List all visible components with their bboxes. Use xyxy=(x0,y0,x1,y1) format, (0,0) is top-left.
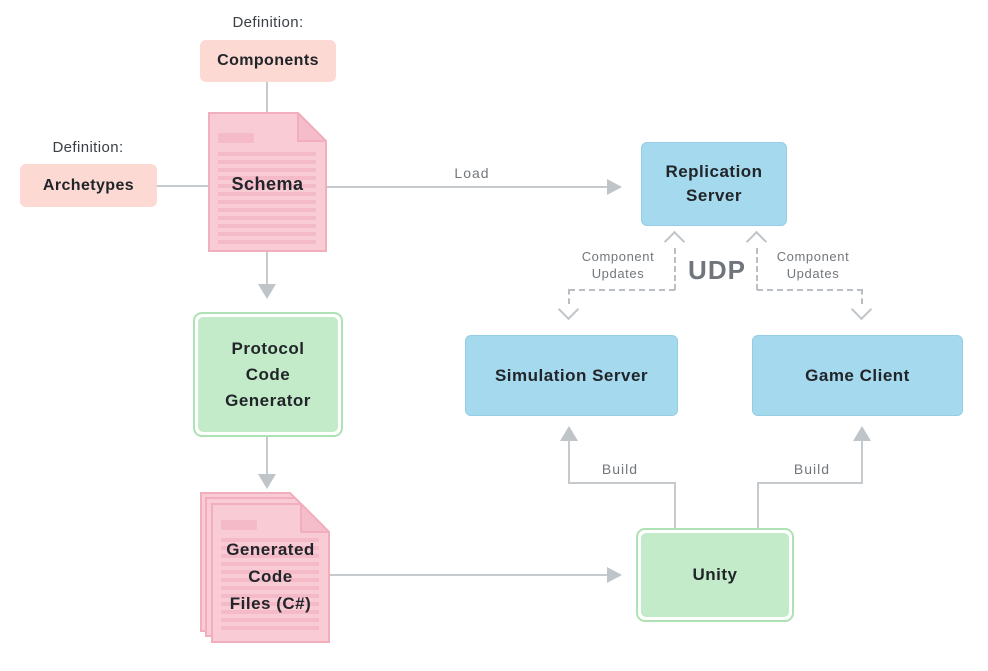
gcf-label-line3: Files (C#) xyxy=(229,594,312,613)
document-heading-placeholder xyxy=(221,520,257,530)
connector-schema-generator xyxy=(266,250,268,284)
document-text-lines xyxy=(218,152,316,244)
pcg-label-line3: Generator xyxy=(225,390,311,410)
gcf-label-line1: Generated xyxy=(226,540,315,559)
pcg-label-line2: Code xyxy=(245,364,291,384)
component-updates-right-label: Component Updates xyxy=(763,248,863,282)
dashed-line-horizontal xyxy=(569,289,675,291)
simulation-server-label: Simulation Server xyxy=(494,365,649,385)
arrowhead-right-icon xyxy=(607,567,622,583)
game-client-label: Game Client xyxy=(805,365,910,385)
pcg-label-line1: Protocol xyxy=(231,338,305,358)
build-right-line-drop xyxy=(757,482,759,528)
arrowhead-up-icon xyxy=(853,426,871,441)
connector-components-schema xyxy=(266,82,268,112)
build-left-line-horizontal xyxy=(568,482,676,484)
dashed-line-vertical xyxy=(756,248,758,290)
connector-schema-replication xyxy=(325,186,607,188)
game-client-node: Game Client xyxy=(752,335,963,416)
chevron-down-icon xyxy=(557,298,580,321)
dashed-line-vertical xyxy=(568,289,570,304)
dashed-line-horizontal xyxy=(757,289,863,291)
replication-server-label-line2: Server xyxy=(686,186,742,205)
build-right-label: Build xyxy=(793,461,831,477)
document-heading-placeholder xyxy=(218,133,254,143)
arrowhead-down-icon xyxy=(258,284,276,299)
unity-label: Unity xyxy=(692,565,738,584)
component-updates-right-line1: Component xyxy=(776,249,850,264)
schema-label: Schema xyxy=(231,174,304,194)
archetypes-definition-caption: Definition: xyxy=(52,139,124,156)
generated-code-files-label: Generated Code Files (C#) xyxy=(211,536,330,617)
replication-server-node: Replication Server xyxy=(641,142,787,226)
chevron-down-icon xyxy=(850,298,873,321)
component-updates-right-line2: Updates xyxy=(786,266,840,281)
component-updates-left-line2: Updates xyxy=(591,266,645,281)
gcf-label-line2: Code xyxy=(248,567,293,586)
udp-label: UDP xyxy=(688,255,746,285)
connector-archetypes-schema xyxy=(157,185,208,187)
build-left-line-vertical xyxy=(568,440,570,484)
arrowhead-up-icon xyxy=(560,426,578,441)
generated-code-files-stack: Generated Code Files (C#) xyxy=(200,492,330,644)
protocol-code-generator-node: Protocol Code Generator xyxy=(193,312,343,437)
unity-inner: Unity xyxy=(641,533,789,617)
component-updates-left-label: Component Updates xyxy=(568,248,668,282)
dashed-line-vertical xyxy=(674,248,676,290)
schema-document: Schema xyxy=(208,112,327,252)
build-left-label: Build xyxy=(601,461,639,477)
arrowhead-down-icon xyxy=(258,474,276,489)
components-definition-caption: Definition: xyxy=(232,14,304,31)
dashed-line-vertical xyxy=(861,289,863,304)
unity-node: Unity xyxy=(636,528,794,622)
protocol-code-generator-inner: Protocol Code Generator xyxy=(198,317,338,432)
connector-generator-files xyxy=(266,437,268,474)
arrowhead-load-icon xyxy=(607,179,622,195)
archetypes-tag: Archetypes xyxy=(20,164,157,207)
component-updates-left-line1: Component xyxy=(581,249,655,264)
build-right-line-horizontal xyxy=(757,482,863,484)
build-left-line-drop xyxy=(674,482,676,528)
replication-server-label-line1: Replication xyxy=(665,162,763,181)
document-text-lines xyxy=(221,538,319,634)
build-right-line-vertical xyxy=(861,440,863,484)
simulation-server-node: Simulation Server xyxy=(465,335,678,416)
load-edge-label: Load xyxy=(454,165,490,181)
connector-files-unity xyxy=(328,574,607,576)
components-tag: Components xyxy=(200,40,336,82)
